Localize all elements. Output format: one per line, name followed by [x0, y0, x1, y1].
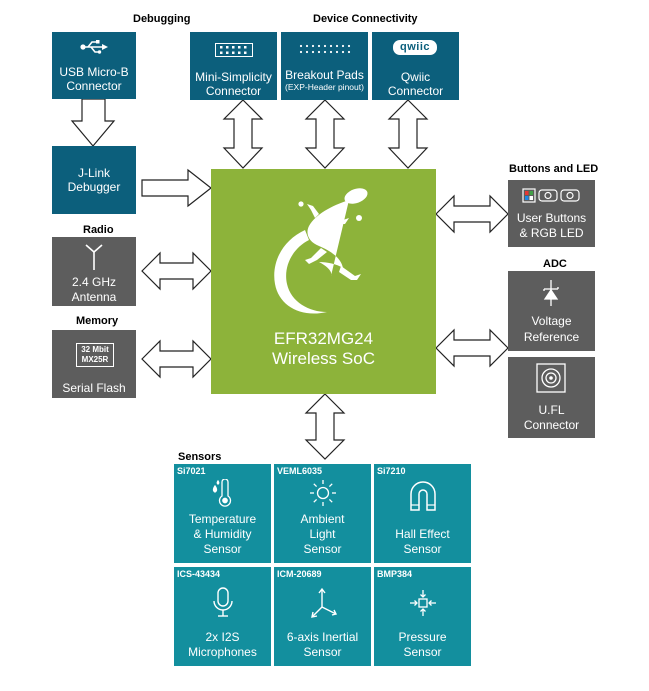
breakout-pads-icon: [299, 44, 351, 54]
usb-label-1: USB Micro-B: [59, 65, 129, 79]
arrow-jlink-soc: [141, 168, 212, 208]
section-device-connectivity: Device Connectivity: [313, 13, 418, 25]
gecko-logo: [274, 188, 368, 314]
magnet-icon: [410, 481, 436, 511]
flash-chip-label-2: MX25R: [81, 355, 109, 364]
sensor-tag: BMP384: [377, 569, 413, 579]
sensor-icm-20689-line-1: 6-axis Inertial: [286, 630, 359, 644]
arrow-antenna-soc: [141, 251, 212, 291]
antenna-label-1: 2.4 GHz: [71, 275, 116, 289]
antenna-block: 2.4 GHz Antenna: [52, 237, 136, 306]
qwiic-logo: qwiic: [393, 40, 437, 55]
sensor-tag: Si7210: [377, 466, 406, 476]
buttons-label-1: User Buttons: [516, 211, 587, 225]
usb-micro-b-connector: USB Micro-B Connector: [52, 32, 136, 99]
qwiic-label-1: Qwiic: [400, 70, 431, 84]
voltage-label-1: Voltage: [531, 314, 572, 328]
buttons-led-icon: [522, 188, 580, 203]
arrow-breakout-soc: [304, 99, 346, 169]
connector-header-icon: [215, 43, 253, 57]
arrow-soc-adc: [435, 328, 509, 368]
pressure-icon: [410, 590, 436, 616]
arrow-mini-soc: [222, 99, 264, 169]
buttons-label-2: & RGB LED: [519, 226, 584, 240]
antenna-icon: [85, 244, 103, 270]
sensor-si7021-line-2: & Humidity: [193, 527, 252, 541]
qwiic-connector: qwiic Qwiic Connector: [372, 32, 459, 100]
flash-chip-icon: 32 Mbit MX25R: [76, 343, 114, 367]
ufl-label-1: U.FL: [538, 403, 565, 417]
usb-label-2: Connector: [66, 79, 122, 93]
antenna-label-2: Antenna: [71, 290, 117, 304]
voltage-label-2: Reference: [523, 330, 580, 344]
ufl-label-2: Connector: [523, 418, 580, 432]
sensor-icm-20689: ICM-20689 6-axis Inertial Sensor: [274, 567, 371, 666]
sensor-si7210: Si7210 Hall Effect Sensor: [374, 464, 471, 563]
sensor-veml6035-line-3: Sensor: [303, 542, 342, 556]
flash-chip-label-1: 32 Mbit: [81, 345, 109, 354]
sensor-tag: ICS-43434: [177, 569, 221, 579]
sensor-veml6035-line-1: Ambient: [300, 512, 345, 526]
sensor-tag: VEML6035: [277, 466, 323, 476]
qwiic-label-2: Connector: [387, 84, 444, 98]
breakout-pads: Breakout Pads (EXP-Header pinout): [281, 32, 368, 100]
sensor-si7210-line-2: Sensor: [403, 542, 442, 556]
voltage-reference: Voltage Reference: [508, 271, 595, 351]
arrow-soc-sensors: [304, 393, 346, 460]
sensor-tag: Si7021: [177, 466, 206, 476]
microphone-icon: [213, 587, 233, 617]
section-radio: Radio: [83, 224, 114, 236]
mini-simplicity-connector: Mini-Simplicity Connector: [190, 32, 277, 100]
sensor-bmp384-line-1: Pressure: [398, 630, 447, 644]
mini-label-1: Mini-Simplicity: [195, 70, 272, 84]
sensor-icm-20689-line-2: Sensor: [303, 645, 342, 659]
sensor-tag: ICM-20689: [277, 569, 322, 579]
sensor-veml6035: VEML6035 Ambient Light Sensor: [274, 464, 371, 563]
mini-label-2: Connector: [205, 84, 262, 98]
serial-flash: 32 Mbit MX25R Serial Flash: [52, 330, 136, 398]
sensor-bmp384-line-2: Sensor: [403, 645, 442, 659]
user-buttons-rgb-led: User Buttons & RGB LED: [508, 180, 595, 247]
sensor-ics-43434-line-1: 2x I2S: [205, 630, 240, 644]
thermometer-icon: [212, 479, 232, 507]
diode-icon: [543, 280, 559, 306]
sensor-ics-43434-line-2: Microphones: [188, 645, 257, 659]
sensor-ics-43434: ICS-43434 2x I2S Microphones: [174, 567, 271, 666]
arrow-soc-buttons: [435, 194, 509, 234]
sensor-bmp384: BMP384 Pressure Sensor: [374, 567, 471, 666]
jlink-label-2: Debugger: [67, 180, 121, 194]
sensor-si7210-line-1: Hall Effect: [395, 527, 450, 541]
soc-label-1: EFR32MG24: [273, 329, 374, 348]
soc-label-2: Wireless SoC: [272, 349, 375, 368]
ufl-connector-icon: [536, 363, 566, 393]
arrow-qwiic-soc: [387, 99, 429, 169]
axes-icon: [311, 587, 338, 618]
sensor-si7021: Si7021 Temperature & Humidity Sensor: [174, 464, 271, 563]
sun-icon: [310, 480, 336, 506]
arrow-usb-jlink: [70, 98, 116, 147]
flash-label: Serial Flash: [62, 381, 126, 395]
efr32mg24-soc: EFR32MG24 Wireless SoC: [211, 169, 436, 394]
usb-icon: [80, 40, 108, 54]
breakout-sublabel: (EXP-Header pinout): [285, 82, 364, 92]
section-adc: ADC: [543, 258, 567, 270]
sensor-veml6035-line-2: Light: [309, 527, 336, 541]
sensor-si7021-line-1: Temperature: [188, 512, 257, 526]
section-debugging: Debugging: [133, 13, 191, 25]
breakout-label: Breakout Pads: [285, 68, 364, 82]
arrow-flash-soc: [141, 339, 212, 379]
ufl-connector: U.FL Connector: [508, 357, 595, 438]
sensor-si7021-line-3: Sensor: [203, 542, 242, 556]
section-memory: Memory: [76, 315, 119, 327]
section-sensors: Sensors: [178, 451, 222, 463]
jlink-label-1: J-Link: [77, 166, 110, 180]
section-buttons-led: Buttons and LED: [509, 163, 599, 175]
j-link-debugger: J-Link Debugger: [52, 146, 136, 214]
